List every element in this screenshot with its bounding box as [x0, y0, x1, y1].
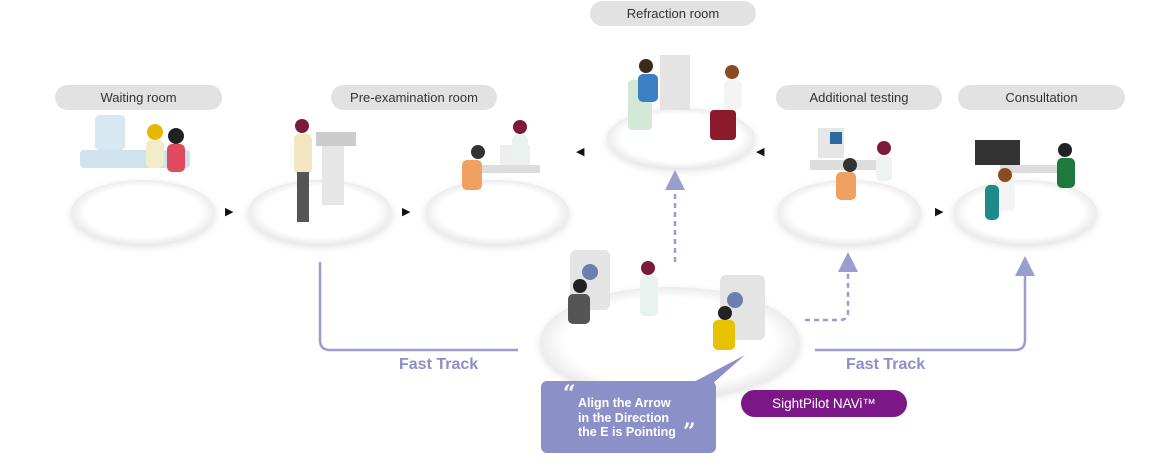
- platform-consultation: [953, 180, 1097, 244]
- open-quote-icon: “: [563, 381, 576, 407]
- label-consultation: Consultation: [958, 85, 1125, 110]
- arrow-left-icon: ◀: [756, 146, 765, 158]
- waiting-room-illustration: [80, 115, 190, 172]
- bubble-line: Align the Arrow: [578, 396, 671, 410]
- additional-testing-illustration: [810, 128, 892, 200]
- pre-exam-illustration-2: [462, 120, 540, 190]
- label-waiting-room: Waiting room: [55, 85, 222, 110]
- fast-track-line-right: [815, 256, 1035, 352]
- label-refraction-room: Refraction room: [590, 1, 756, 26]
- dashed-arrow-additional: [805, 252, 858, 322]
- fast-track-line-left: [318, 262, 518, 352]
- platform-waiting: [71, 180, 215, 244]
- bubble-line: the E is Pointing: [578, 425, 676, 439]
- sightpilot-navi-badge: SightPilot NAVi™: [741, 390, 907, 417]
- close-quote-icon: ”: [683, 419, 696, 445]
- arrow-right-icon: ▶: [935, 206, 944, 218]
- label-additional-testing: Additional testing: [776, 85, 942, 110]
- fast-track-label-left: Fast Track: [399, 356, 479, 373]
- platform-pre-exam-1: [248, 180, 392, 244]
- bubble-line: in the Direction: [578, 410, 669, 425]
- platform-pre-exam-2: [425, 180, 569, 244]
- platform-additional: [777, 180, 921, 244]
- pre-exam-illustration-1: [294, 119, 356, 222]
- arrow-right-icon: ▶: [225, 206, 234, 218]
- fast-track-label-right: Fast Track: [846, 356, 926, 373]
- label-pre-examination-room: Pre-examination room: [331, 85, 497, 110]
- arrow-left-icon: ◀: [576, 146, 585, 158]
- consultation-illustration: [975, 140, 1075, 220]
- speech-bubble-pointer: [690, 355, 745, 384]
- instruction-speech-bubble: “ Align the Arrow in the Direction the E…: [541, 381, 716, 453]
- refraction-room-illustration: [628, 55, 742, 140]
- sightpilot-illustration: [568, 250, 765, 350]
- arrow-right-icon: ▶: [402, 206, 411, 218]
